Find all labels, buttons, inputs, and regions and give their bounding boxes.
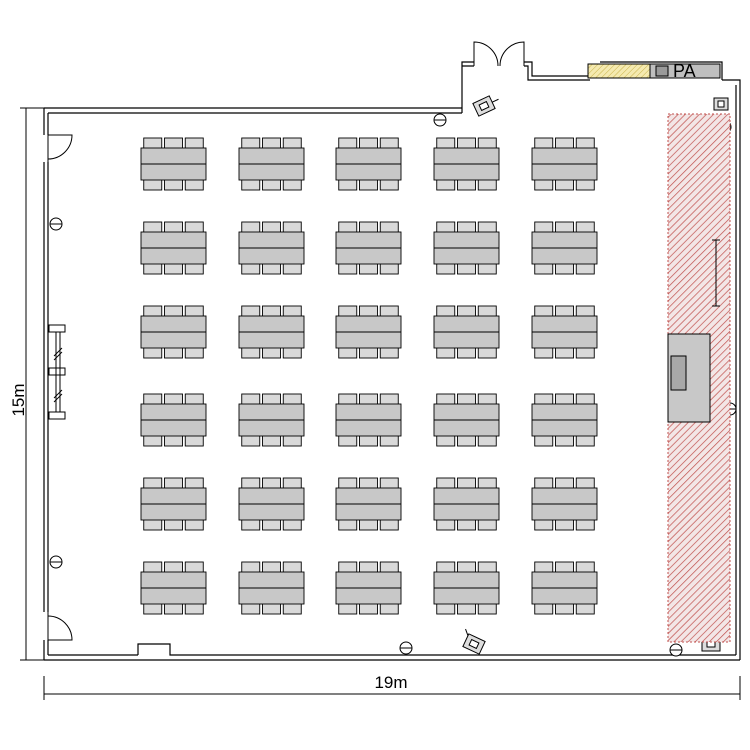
speaker-top-icon xyxy=(472,95,499,117)
outlet-right-bottom xyxy=(669,643,683,657)
table-group xyxy=(238,561,305,615)
outlet-bottom xyxy=(399,641,413,655)
left-door-top[interactable] xyxy=(47,134,73,162)
table-group xyxy=(335,305,402,359)
table-group xyxy=(335,221,402,275)
table-group xyxy=(238,393,305,447)
table-group xyxy=(140,221,207,275)
projection-screen xyxy=(712,239,720,307)
table-group xyxy=(335,561,402,615)
pa-shelf xyxy=(587,63,651,79)
table-group xyxy=(140,477,207,531)
table-group xyxy=(238,137,305,191)
table-group xyxy=(238,477,305,531)
outlet-top xyxy=(433,113,447,127)
depth-label: 15m xyxy=(9,383,28,416)
dimension-depth xyxy=(20,107,44,661)
walls xyxy=(43,61,741,661)
table-group xyxy=(531,305,598,359)
speaker-right-top-icon xyxy=(713,97,729,111)
table-group xyxy=(433,477,500,531)
table-group xyxy=(531,561,598,615)
table-group xyxy=(433,393,500,447)
table-group xyxy=(335,477,402,531)
table-group xyxy=(238,221,305,275)
dimension-width xyxy=(43,676,741,700)
pa-label: PA xyxy=(673,61,696,81)
podium xyxy=(667,333,711,423)
lectern xyxy=(670,355,687,391)
pa-booth: PA xyxy=(587,61,721,81)
seating-area xyxy=(140,137,598,615)
table-group xyxy=(140,305,207,359)
table-group xyxy=(531,221,598,275)
table-group xyxy=(335,393,402,447)
table-group xyxy=(433,561,500,615)
stage xyxy=(667,113,731,643)
pa-equipment-icon xyxy=(655,65,669,77)
outlet-left-lower xyxy=(49,555,63,569)
wall-window-panel xyxy=(48,324,66,420)
table-group xyxy=(531,393,598,447)
table-group xyxy=(433,137,500,191)
table-group xyxy=(531,477,598,531)
outlet-left-upper xyxy=(49,217,63,231)
table-group xyxy=(335,137,402,191)
left-door-bottom[interactable] xyxy=(47,612,73,641)
table-group xyxy=(140,137,207,191)
width-label: 19m xyxy=(374,673,407,692)
table-group xyxy=(238,305,305,359)
speaker-bottom-icon xyxy=(462,628,486,655)
table-group xyxy=(433,221,500,275)
table-group xyxy=(140,393,207,447)
entrance-double-door[interactable] xyxy=(473,41,525,67)
table-group xyxy=(140,561,207,615)
table-group xyxy=(531,137,598,191)
table-group xyxy=(433,305,500,359)
